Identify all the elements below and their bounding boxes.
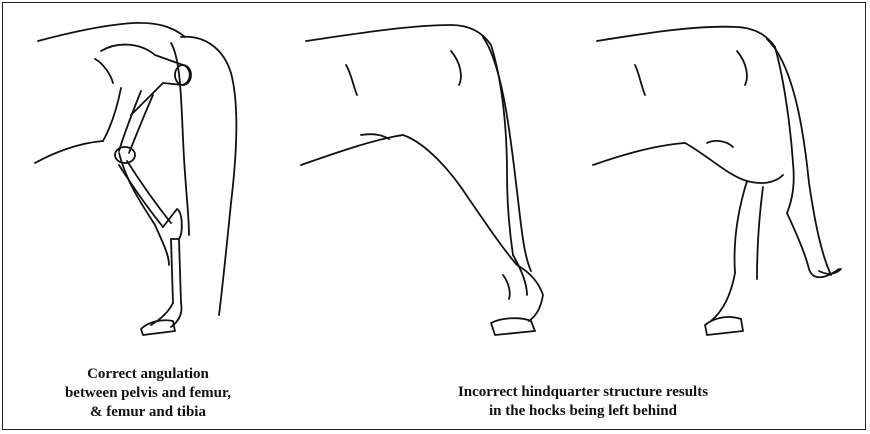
hip-detail xyxy=(346,65,357,95)
caption-incorrect-line-1: Incorrect hindquarter structure results xyxy=(383,383,783,402)
belly-outline xyxy=(35,141,103,163)
figure-correct-angulation xyxy=(23,3,273,343)
croup-detail xyxy=(737,51,747,85)
caption-correct-line-3: & femur and tibia xyxy=(23,403,273,422)
gaskin-rear-outline xyxy=(491,45,513,255)
hip-detail xyxy=(635,65,645,95)
pastern-outline xyxy=(711,273,735,321)
gaskin-front-outline xyxy=(119,153,169,265)
hoof-outline xyxy=(491,318,535,335)
gaskin-rear-outline xyxy=(775,47,794,213)
cannon-rear xyxy=(757,187,763,279)
diagram-frame: Correct angulation between pelvis and fe… xyxy=(2,2,866,430)
hock-joint xyxy=(163,209,182,239)
pelvis-inner xyxy=(95,59,113,83)
hoof-outline xyxy=(141,320,175,335)
croup-detail xyxy=(451,51,461,85)
caption-correct-line-2: between pelvis and femur, xyxy=(23,384,273,403)
hind-hock-outline xyxy=(787,213,839,277)
figure-incorrect-1 xyxy=(291,3,561,343)
figure-incorrect-2 xyxy=(587,3,857,343)
cannon-bone xyxy=(171,239,181,303)
cannon-front xyxy=(735,181,748,273)
femur-bone xyxy=(119,91,153,153)
back-outline xyxy=(306,25,491,45)
caption-incorrect-line-2: in the hocks being left behind xyxy=(383,402,783,421)
horse-hindquarter-skeleton-drawing xyxy=(23,3,273,343)
caption-correct-line-1: Correct angulation xyxy=(23,365,273,384)
hock-detail xyxy=(503,275,510,299)
cannon-rear xyxy=(513,255,527,295)
gaskin-front-outline xyxy=(403,135,517,265)
pastern-outline xyxy=(517,265,543,321)
gaskin-rear-outline xyxy=(171,43,189,235)
stifle-joint xyxy=(115,147,135,163)
horse-hindquarter-drawing-incorrect-2 xyxy=(587,3,857,343)
flank-outline xyxy=(103,88,121,141)
horse-hindquarter-drawing-incorrect-1 xyxy=(291,3,561,343)
tibia-bone xyxy=(119,161,171,227)
back-outline xyxy=(38,23,185,41)
stifle-detail xyxy=(707,141,733,147)
caption-incorrect: Incorrect hindquarter structure results … xyxy=(383,383,783,421)
belly-outline xyxy=(301,135,403,165)
hoof-outline xyxy=(705,317,743,335)
belly-outline xyxy=(593,143,685,165)
caption-correct: Correct angulation between pelvis and fe… xyxy=(23,365,273,422)
back-outline xyxy=(597,27,775,47)
gaskin-front-outline xyxy=(685,143,783,183)
